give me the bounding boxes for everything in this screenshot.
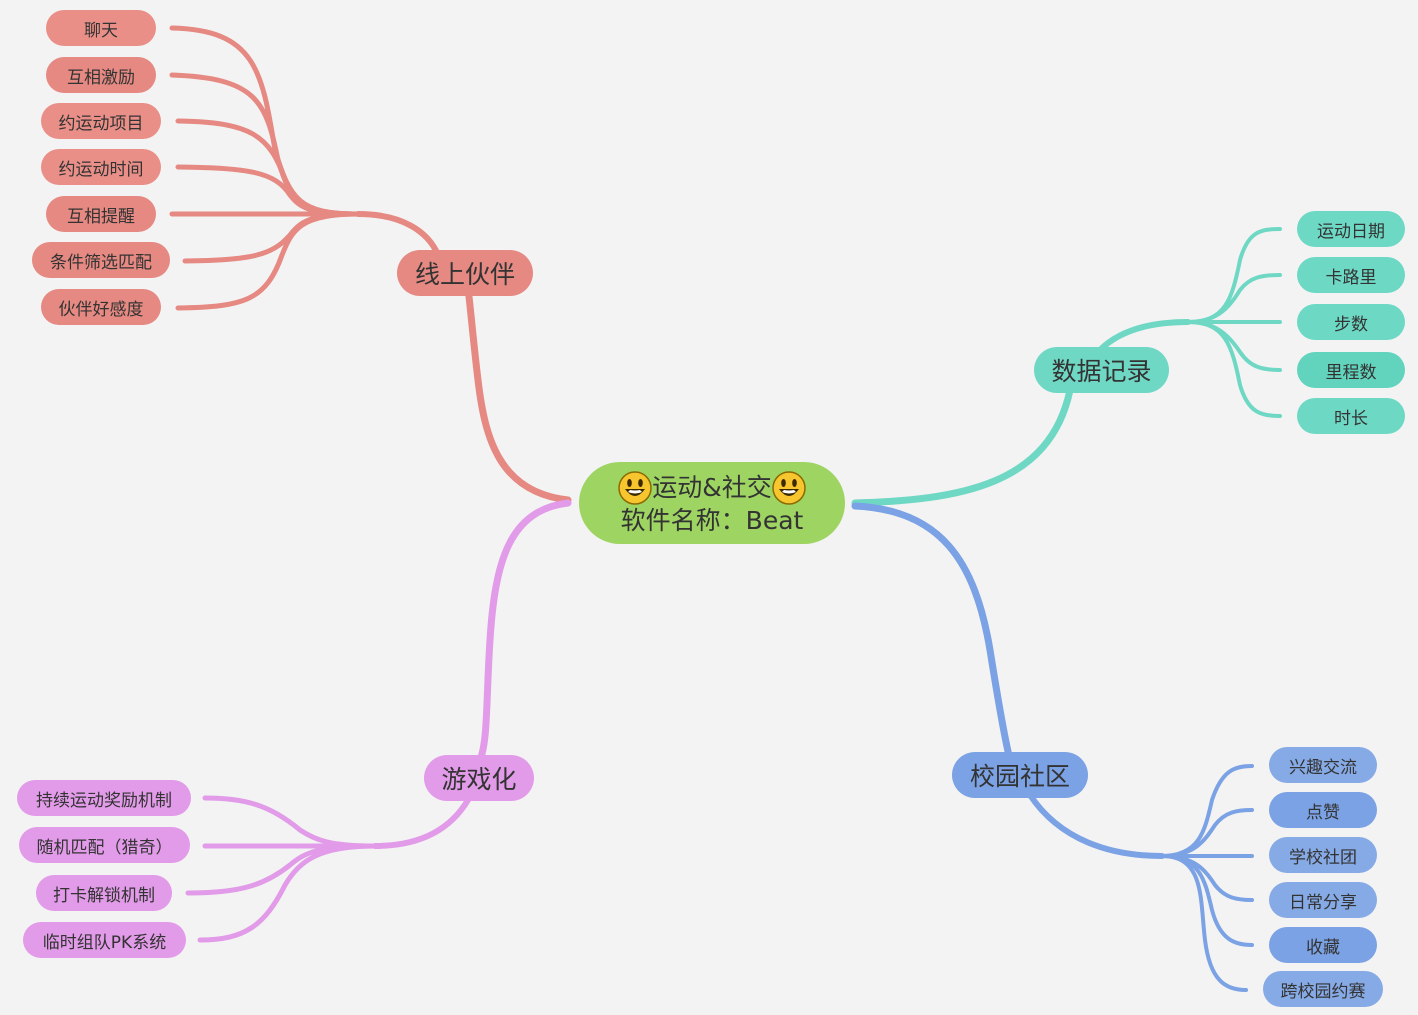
root-title-row: 运动&社交 <box>618 470 806 505</box>
subtopic-game-item[interactable]: 临时组队PK系统 <box>23 922 186 958</box>
root-subtitle: 软件名称：Beat <box>620 505 804 535</box>
topic-gamification[interactable]: 游戏化 <box>424 755 534 801</box>
smiley-emoji-icon <box>618 470 652 505</box>
root-title: 运动&社交 <box>652 473 772 502</box>
subtopic-game-item[interactable]: 持续运动奖励机制 <box>17 780 191 816</box>
subtopic-partner-item[interactable]: 伙伴好感度 <box>41 289 161 325</box>
topic-campus-community[interactable]: 校园社区 <box>952 752 1088 798</box>
subtopic-campus-item[interactable]: 日常分享 <box>1269 882 1377 918</box>
subtopic-game-item[interactable]: 打卡解锁机制 <box>36 875 172 911</box>
subtopic-campus-item[interactable]: 点赞 <box>1269 792 1377 828</box>
subtopic-partner-item[interactable]: 互相提醒 <box>46 196 156 232</box>
topic-online-partner[interactable]: 线上伙伴 <box>397 250 533 296</box>
subtopic-partner-item[interactable]: 约运动时间 <box>41 149 161 185</box>
subtopic-partner-item[interactable]: 约运动项目 <box>41 103 161 139</box>
subtopic-partner-item[interactable]: 聊天 <box>46 10 156 46</box>
subtopic-data-item[interactable]: 时长 <box>1297 398 1405 434</box>
subtopic-partner-item[interactable]: 互相激励 <box>46 57 156 93</box>
topic-data-record[interactable]: 数据记录 <box>1034 347 1169 393</box>
subtopic-game-item[interactable]: 随机匹配（猎奇） <box>19 827 190 863</box>
data-connectors <box>851 227 1282 507</box>
game-connectors <box>185 499 572 943</box>
subtopic-campus-item[interactable]: 兴趣交流 <box>1269 747 1377 783</box>
partner-connectors <box>169 25 572 504</box>
subtopic-data-item[interactable]: 运动日期 <box>1297 211 1405 247</box>
subtopic-campus-item[interactable]: 收藏 <box>1269 927 1377 963</box>
subtopic-data-item[interactable]: 步数 <box>1297 304 1405 340</box>
subtopic-partner-item[interactable]: 条件筛选匹配 <box>32 242 170 278</box>
root-topic[interactable]: 运动&社交 软件名称：Beat <box>579 462 845 544</box>
campus-connectors <box>851 502 1254 992</box>
subtopic-campus-item[interactable]: 学校社团 <box>1269 837 1377 873</box>
subtopic-data-item[interactable]: 里程数 <box>1297 352 1405 388</box>
subtopic-data-item[interactable]: 卡路里 <box>1297 257 1405 293</box>
smiley-emoji-icon <box>772 470 806 505</box>
subtopic-campus-item[interactable]: 跨校园约赛 <box>1263 971 1383 1007</box>
